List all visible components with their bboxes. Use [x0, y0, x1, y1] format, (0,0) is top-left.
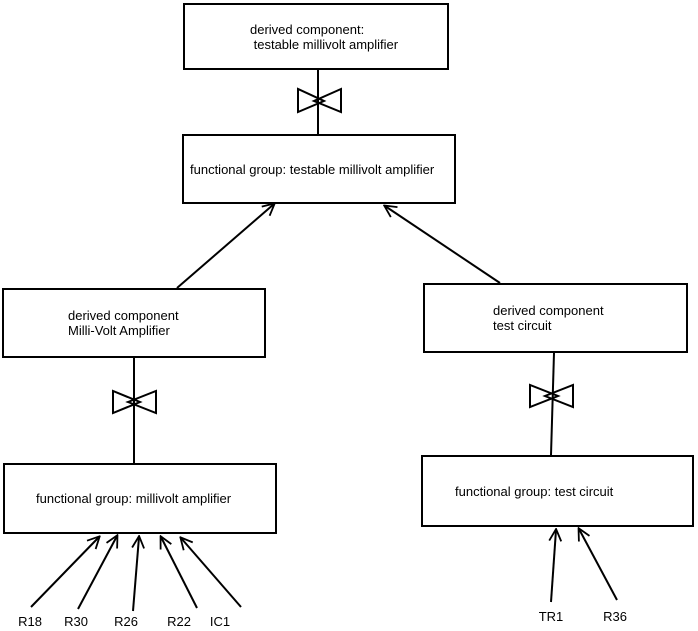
link-right-derived-to-functional — [550, 352, 555, 456]
arrow-r18 — [30, 537, 99, 608]
node-text-line: functional group: millivolt amplifier — [36, 491, 232, 506]
leaf-label-r26: R26 — [114, 614, 138, 629]
bowtie-icon-left — [112, 389, 157, 415]
node-derived-testable-millivolt-amplifier: derived component: testable millivolt am… — [183, 3, 449, 70]
leaf-label-r30: R30 — [64, 614, 88, 629]
node-text-line: test circuit — [493, 318, 552, 333]
node-text-line: derived component — [68, 308, 179, 323]
node-functional-group-testable-millivolt-amplifier: functional group: testable millivolt amp… — [182, 134, 456, 204]
node-text-line: functional group: testable millivolt amp… — [190, 161, 435, 177]
node-text-line: derived component: — [250, 21, 365, 37]
arrow-r22 — [161, 537, 198, 609]
node-text-line: functional group: test circuit — [455, 483, 614, 499]
leaf-label-tr1: TR1 — [538, 609, 564, 624]
bowtie-icon-right — [529, 383, 574, 409]
arrow-left-derived-to-top-functional — [176, 204, 274, 289]
arrow-r36 — [579, 529, 618, 601]
node-text-line: derived component — [493, 303, 604, 318]
bowtie-icon-top — [297, 87, 342, 114]
node-functional-group-test-circuit: functional group: test circuit — [421, 455, 694, 527]
node-functional-group-millivolt-amplifier: functional group: millivolt amplifier — [3, 463, 277, 534]
node-derived-milli-volt-amplifier: derived component Milli-Volt Amplifier — [2, 288, 266, 358]
arrow-right-derived-to-top-functional — [385, 206, 501, 284]
leaf-label-ic1: IC1 — [209, 614, 231, 629]
node-derived-test-circuit: derived component test circuit — [423, 283, 688, 353]
arrow-ic1 — [181, 538, 242, 608]
arrow-tr1 — [551, 530, 556, 603]
node-text-line: Milli-Volt Amplifier — [68, 323, 170, 338]
arrow-r26 — [133, 537, 139, 612]
leaf-label-r22: R22 — [167, 614, 191, 629]
leaf-label-r18: R18 — [18, 614, 42, 629]
node-text-line: testable millivolt amplifier — [250, 36, 399, 52]
arrow-r30 — [77, 536, 117, 610]
leaf-label-r36: R36 — [603, 609, 627, 624]
